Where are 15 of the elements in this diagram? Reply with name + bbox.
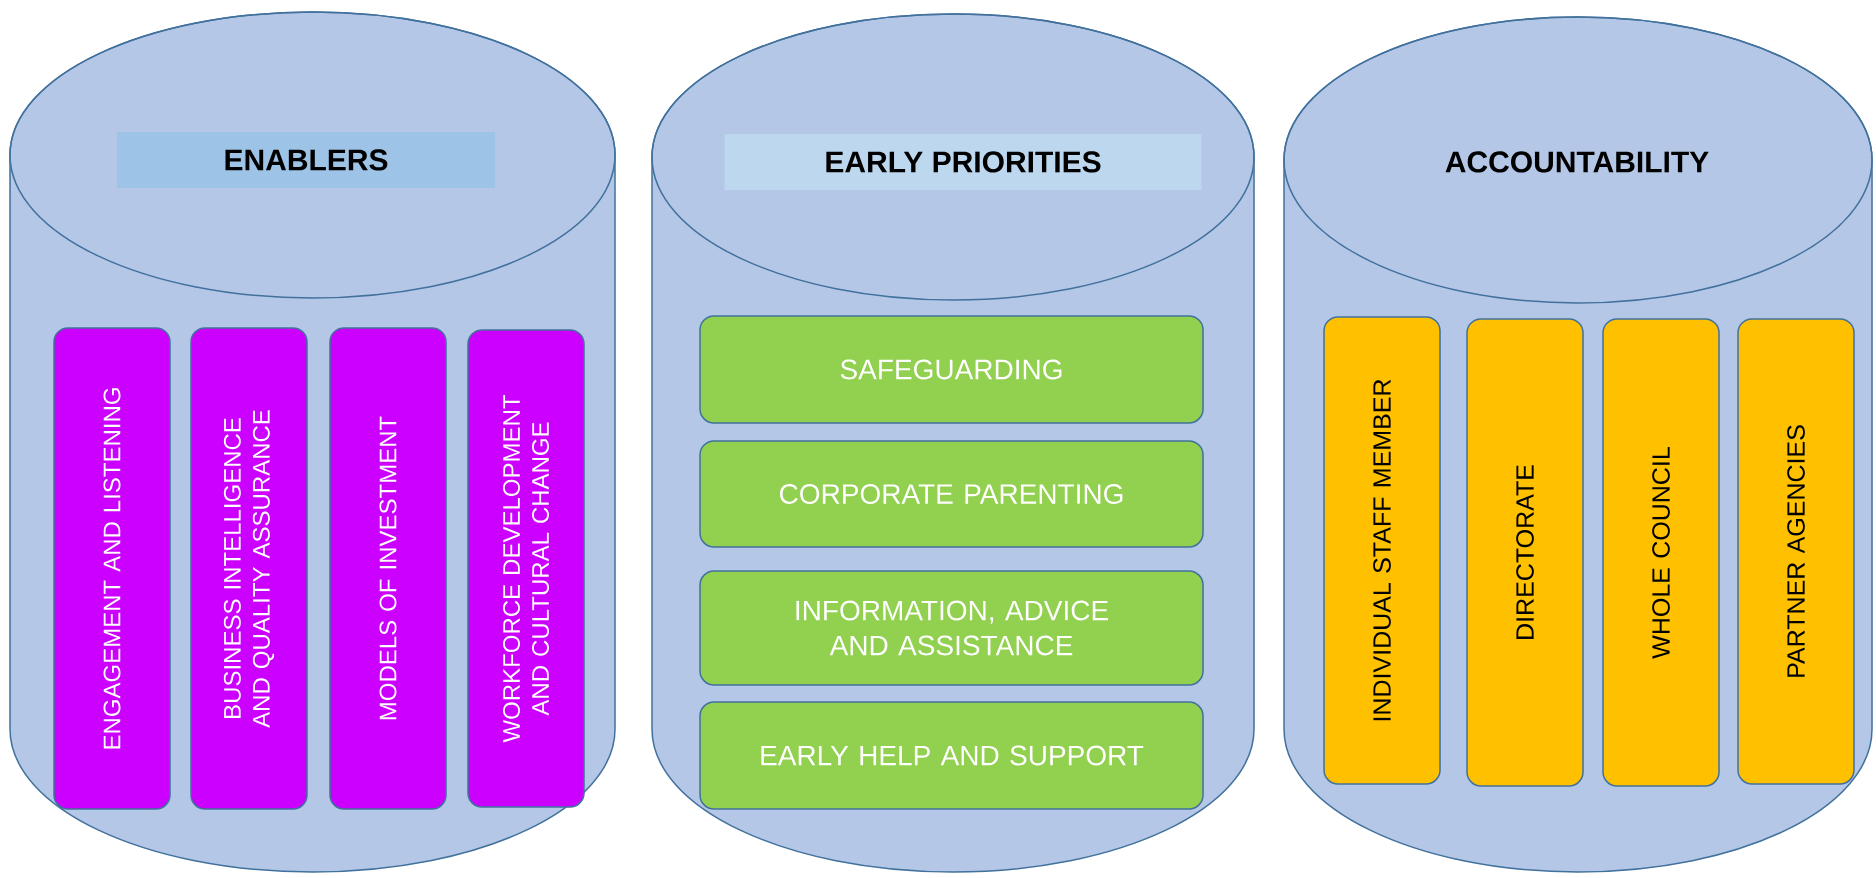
accountability-box: DIRECTORATE — [1466, 318, 1584, 787]
heading-band: ENABLERS — [117, 132, 495, 188]
priority-box: EARLY HELP AND SUPPORT — [699, 701, 1204, 810]
accountability-box: PARTNER AGENCIES — [1737, 318, 1855, 785]
enabler-box: MODELS OF INVESTMENT — [329, 327, 447, 810]
accountability-box: WHOLE COUNCIL — [1602, 318, 1720, 787]
priority-box: CORPORATE PARENTING — [699, 440, 1204, 548]
heading: ACCOUNTABILITY — [1445, 151, 1709, 173]
enabler-box: WORKFORCE DEVELOPMENT AND CULTURAL CHANGE — [467, 329, 585, 808]
enabler-box: ENGAGEMENT AND LISTENING — [53, 327, 171, 810]
heading-band: EARLY PRIORITIES — [724, 134, 1202, 190]
accountability-box: INDIVIDUAL STAFF MEMBER — [1323, 316, 1441, 785]
priority-box: SAFEGUARDING — [699, 315, 1204, 424]
enabler-box: BUSINESS INTELLIGENCE AND QUALITY ASSURANCE — [190, 327, 308, 810]
priority-box: INFORMATION, ADVICE AND ASSISTANCE — [699, 570, 1204, 686]
